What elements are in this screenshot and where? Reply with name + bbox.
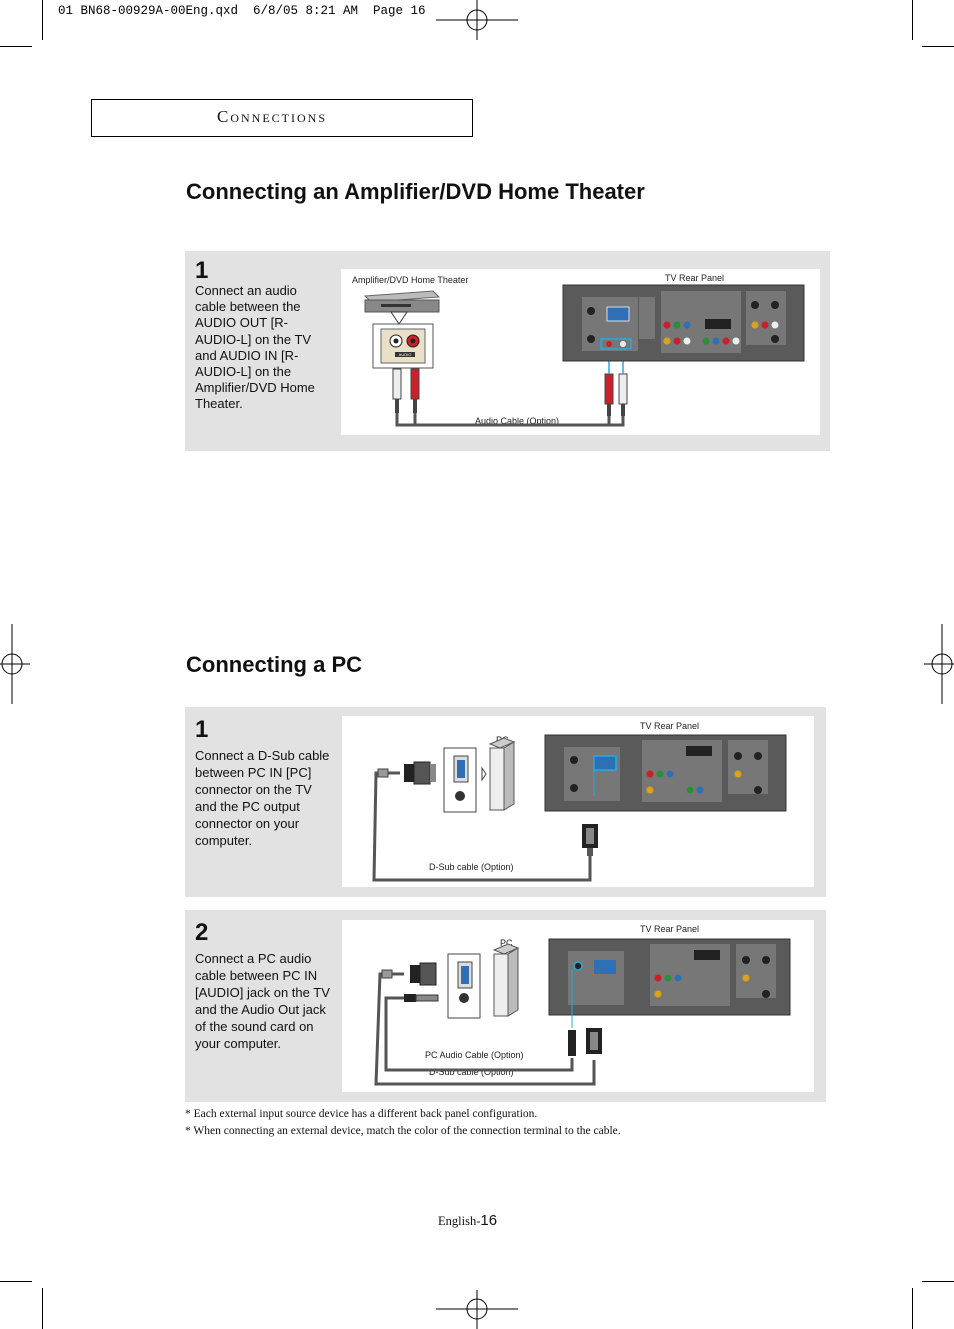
cable-label-dsub: D-Sub cable (Option) — [429, 1067, 514, 1077]
amplifier-diagram-art: AUDIO — [363, 284, 805, 427]
dsub-cable-icon — [372, 761, 592, 882]
page-title-amplifier: Connecting an Amplifier/DVD Home Theater — [186, 179, 645, 204]
section-header: Connections — [91, 99, 473, 137]
tv-label: TV Rear Panel — [640, 721, 700, 731]
tv-rear-panel-icon — [548, 938, 791, 1028]
tv-rear-panel-icon — [562, 284, 805, 362]
pc-label: PC — [500, 938, 513, 948]
audio-jack-icon — [372, 323, 434, 369]
cable-label: Audio Cable (Option) — [475, 416, 560, 426]
crop-mark — [0, 46, 32, 47]
step-text: Connect a PC audio cable between PC IN [… — [195, 951, 330, 1051]
step-text: Connect an audio cable between the AUDIO… — [195, 283, 315, 412]
rca-plug-red-left — [410, 368, 420, 413]
pc-dsub-diagram-art — [372, 734, 787, 882]
step-text: Connect a D-Sub cable between PC IN [PC]… — [195, 748, 330, 848]
pc-tower-icon — [488, 737, 516, 811]
print-header: 01 BN68-00929A-00Eng.qxd 6/8/05 8:21 AM … — [58, 4, 426, 18]
tv-label: TV Rear Panel — [640, 924, 700, 934]
audio-cable-icon — [384, 994, 574, 1072]
device-label: Amplifier/DVD Home Theater — [352, 275, 469, 285]
crop-mark — [912, 0, 913, 40]
dvd-player-icon — [363, 290, 441, 325]
rca-plug-white-left — [392, 368, 402, 413]
step-number: 1 — [195, 257, 209, 284]
step-number: 1 — [195, 716, 209, 743]
page-footer: English-16 — [438, 1212, 497, 1229]
cable-label: D-Sub cable (Option) — [429, 862, 514, 872]
rca-plug-red-right — [604, 373, 614, 416]
footer-prefix: English- — [438, 1214, 481, 1228]
rca-plug-white-right — [618, 373, 628, 416]
dsub-plug-tv-icon — [586, 1028, 602, 1054]
pc-tower-icon — [492, 943, 520, 1017]
pc-audio-diagram-art — [374, 938, 791, 1086]
tv-rear-panel-icon — [544, 734, 787, 812]
pc-port-icon — [443, 747, 487, 813]
note-2: * When connecting an external device, ma… — [185, 1125, 621, 1137]
page-title-pc: Connecting a PC — [186, 652, 363, 677]
audio-plug-tv-icon — [568, 1030, 576, 1056]
crop-mark — [912, 1288, 913, 1329]
step-number: 2 — [195, 919, 209, 946]
crop-mark — [0, 1281, 32, 1282]
tv-label: TV Rear Panel — [665, 273, 725, 283]
section-title: Connections — [217, 107, 328, 126]
pc-port-icon — [447, 953, 481, 1019]
crop-mark — [42, 1288, 43, 1329]
audio-jack-text: AUDIO — [399, 352, 412, 357]
crop-mark — [42, 0, 43, 40]
crop-mark — [922, 1281, 954, 1282]
note-1: * Each external input source device has … — [185, 1108, 538, 1120]
dsub-cable-icon — [374, 962, 596, 1086]
crop-mark — [922, 46, 954, 47]
page-number: 16 — [480, 1212, 498, 1229]
dsub-plug-tv-icon — [582, 824, 598, 856]
cable-label-audio: PC Audio Cable (Option) — [425, 1050, 524, 1060]
